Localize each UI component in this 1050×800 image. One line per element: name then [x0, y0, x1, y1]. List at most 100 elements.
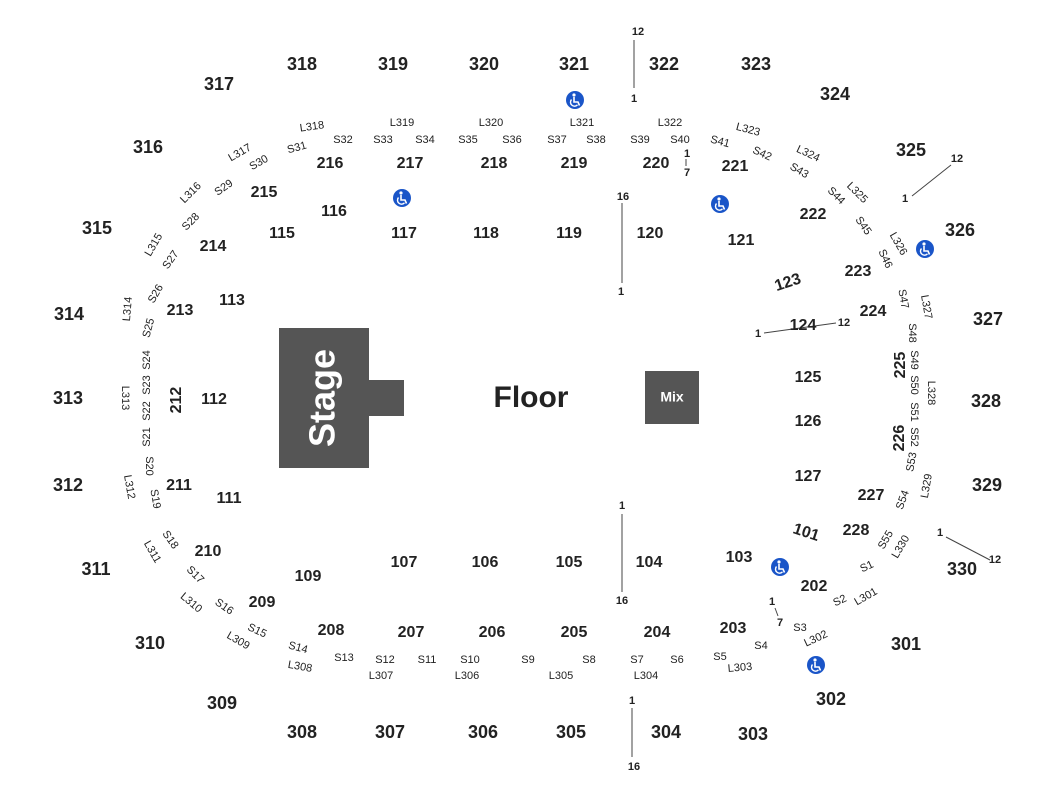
section-313[interactable]: 313	[53, 388, 83, 408]
section-301[interactable]: 301	[891, 634, 921, 654]
section-329[interactable]: 329	[972, 475, 1002, 495]
loge-L328[interactable]: L328	[925, 381, 937, 405]
section-127[interactable]: 127	[795, 468, 822, 485]
section-320[interactable]: 320	[469, 54, 499, 74]
loge-L322[interactable]: L322	[658, 117, 682, 129]
section-224[interactable]: 224	[860, 303, 887, 320]
section-311[interactable]: 311	[81, 559, 110, 579]
section-113[interactable]: 113	[219, 292, 245, 309]
loge-L325[interactable]: L325	[844, 180, 870, 206]
suite-S21[interactable]: S21	[141, 427, 153, 447]
suite-S47[interactable]: S47	[895, 288, 910, 309]
suite-S31[interactable]: S31	[286, 140, 308, 157]
suite-S25[interactable]: S25	[141, 317, 158, 339]
section-120[interactable]: 120	[637, 225, 664, 242]
suite-S35[interactable]: S35	[458, 134, 478, 146]
suite-S26[interactable]: S26	[146, 282, 166, 305]
suite-S51[interactable]: S51	[908, 402, 920, 422]
suite-S38[interactable]: S38	[586, 134, 606, 146]
section-119[interactable]: 119	[556, 225, 582, 242]
suite-S6[interactable]: S6	[670, 654, 683, 666]
suite-S23[interactable]: S23	[141, 375, 153, 395]
section-203[interactable]: 203	[720, 620, 747, 637]
suite-S5[interactable]: S5	[713, 651, 726, 663]
section-322[interactable]: 322	[649, 54, 679, 74]
suite-S48[interactable]: S48	[906, 323, 918, 343]
loge-L304[interactable]: L304	[634, 670, 658, 682]
suite-S16[interactable]: S16	[213, 596, 236, 617]
suite-S36[interactable]: S36	[502, 134, 522, 146]
section-312[interactable]: 312	[53, 475, 83, 495]
section-308[interactable]: 308	[287, 722, 317, 742]
section-306[interactable]: 306	[468, 722, 498, 742]
section-215[interactable]: 215	[251, 184, 278, 201]
section-317[interactable]: 317	[204, 74, 234, 94]
section-314[interactable]: 314	[54, 304, 84, 324]
section-217[interactable]: 217	[397, 155, 424, 172]
section-319[interactable]: 319	[378, 54, 408, 74]
section-310[interactable]: 310	[135, 633, 165, 653]
suite-S46[interactable]: S46	[876, 248, 895, 271]
suite-S50[interactable]: S50	[908, 375, 920, 395]
section-304[interactable]: 304	[651, 722, 681, 742]
section-115[interactable]: 115	[269, 225, 295, 242]
section-209[interactable]: 209	[249, 594, 276, 611]
section-121[interactable]: 121	[728, 232, 755, 249]
loge-L311[interactable]: L311	[141, 539, 163, 565]
section-214[interactable]: 214	[200, 238, 227, 255]
section-218[interactable]: 218	[481, 155, 508, 172]
suite-S8[interactable]: S8	[582, 654, 595, 666]
suite-S15[interactable]: S15	[246, 621, 269, 640]
suite-S30[interactable]: S30	[247, 153, 270, 173]
section-327[interactable]: 327	[973, 309, 1003, 329]
loge-L324[interactable]: L324	[794, 143, 821, 164]
section-216[interactable]: 216	[317, 155, 344, 172]
suite-S7[interactable]: S7	[630, 654, 643, 666]
suite-S40[interactable]: S40	[670, 134, 690, 146]
suite-S17[interactable]: S17	[184, 564, 206, 586]
section-307[interactable]: 307	[375, 722, 405, 742]
section-117[interactable]: 117	[391, 225, 417, 242]
section-328[interactable]: 328	[971, 391, 1001, 411]
section-222[interactable]: 222	[800, 206, 827, 223]
section-205[interactable]: 205	[561, 624, 588, 641]
loge-L312[interactable]: L312	[121, 474, 137, 500]
section-325[interactable]: 325	[896, 140, 926, 160]
suite-S4[interactable]: S4	[754, 640, 767, 652]
section-124[interactable]: 124	[790, 317, 817, 334]
loge-L319[interactable]: L319	[390, 117, 414, 129]
section-202[interactable]: 202	[801, 578, 828, 595]
suite-S52[interactable]: S52	[908, 427, 920, 447]
suite-S1[interactable]: S1	[858, 559, 875, 576]
section-316[interactable]: 316	[133, 137, 163, 157]
loge-L327[interactable]: L327	[918, 294, 934, 320]
loge-L303[interactable]: L303	[727, 661, 752, 675]
section-324[interactable]: 324	[820, 84, 850, 104]
section-112[interactable]: 112	[201, 391, 227, 408]
suite-S39[interactable]: S39	[630, 134, 650, 146]
suite-S43[interactable]: S43	[788, 161, 811, 181]
section-126[interactable]: 126	[795, 413, 822, 430]
section-323[interactable]: 323	[741, 54, 771, 74]
section-303[interactable]: 303	[738, 724, 768, 744]
section-321[interactable]: 321	[559, 54, 589, 74]
suite-S27[interactable]: S27	[160, 248, 181, 271]
section-210[interactable]: 210	[195, 543, 222, 560]
section-206[interactable]: 206	[479, 624, 506, 641]
loge-L301[interactable]: L301	[852, 586, 879, 609]
suite-S18[interactable]: S18	[160, 528, 181, 551]
section-204[interactable]: 204	[644, 624, 671, 641]
loge-L308[interactable]: L308	[287, 659, 313, 675]
loge-L316[interactable]: L316	[178, 180, 204, 206]
section-208[interactable]: 208	[318, 622, 345, 639]
section-212[interactable]: 212	[168, 387, 185, 414]
section-219[interactable]: 219	[561, 155, 588, 172]
section-116[interactable]: 116	[321, 203, 347, 220]
section-226[interactable]: 226	[891, 425, 908, 452]
suite-S13[interactable]: S13	[334, 652, 354, 664]
suite-S32[interactable]: S32	[333, 134, 353, 146]
section-118[interactable]: 118	[473, 225, 499, 242]
suite-S11[interactable]: S11	[418, 654, 437, 666]
section-123[interactable]: 123	[773, 270, 804, 294]
section-221[interactable]: 221	[722, 158, 749, 175]
